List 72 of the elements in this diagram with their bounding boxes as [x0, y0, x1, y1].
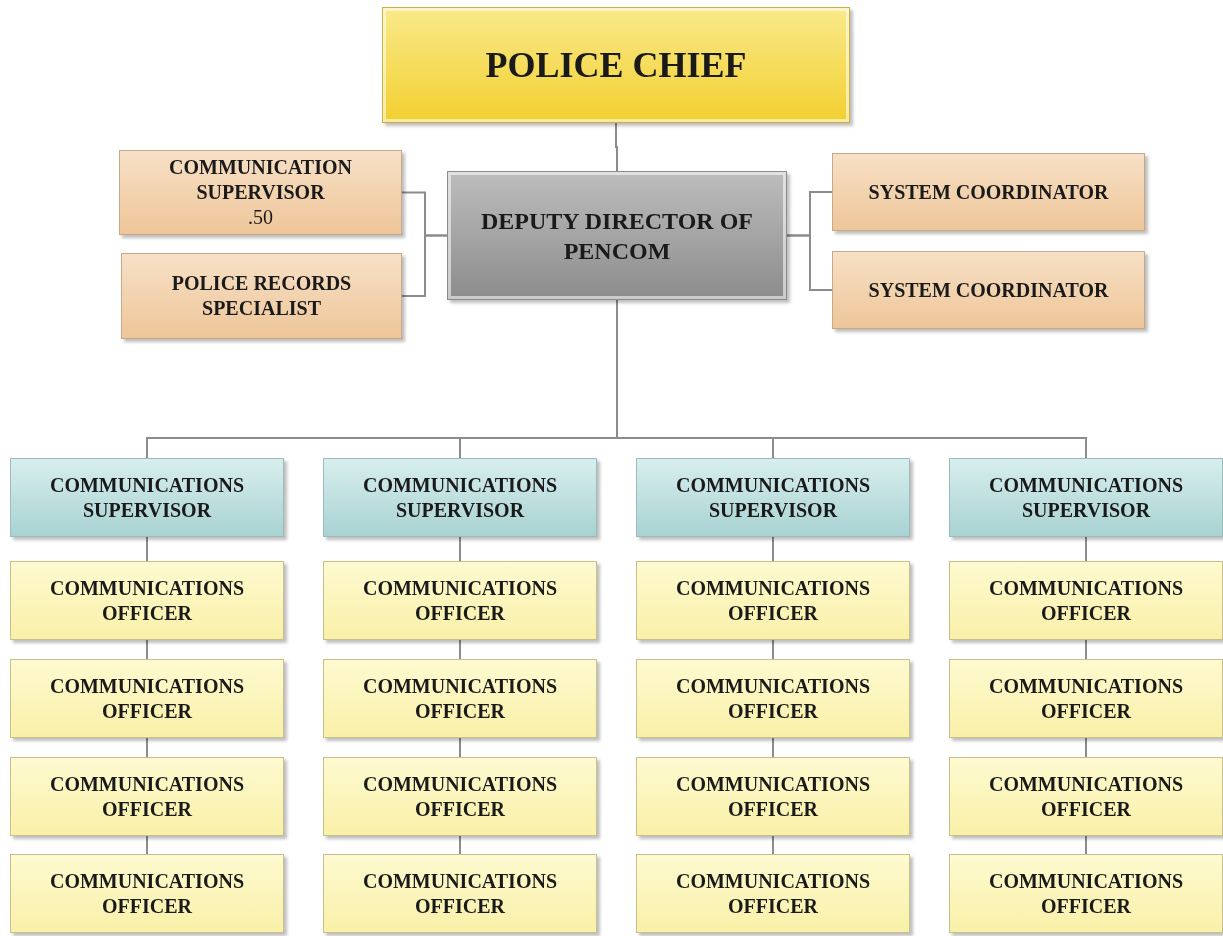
connector-line	[146, 536, 148, 562]
role-title: COMMUNICATIONS OFFICER	[674, 673, 872, 724]
role-title: COMMUNICATIONS OFFICER	[48, 771, 246, 822]
connector-line	[786, 234, 833, 291]
officer-box	[323, 561, 597, 640]
role-title: COMMUNICATIONS OFFICER	[987, 673, 1185, 724]
role-title: COMMUNICATIONS OFFICER	[361, 575, 559, 626]
officer-box	[10, 854, 284, 933]
role-title: COMMUNICATIONS SUPERVISOR	[361, 472, 559, 523]
connector-line	[146, 835, 148, 855]
connector-line	[146, 737, 148, 758]
role-title: COMMUNICATIONS SUPERVISOR	[987, 472, 1185, 523]
officer-box	[10, 561, 284, 640]
role-title: COMMUNICATIONS SUPERVISOR	[48, 472, 246, 523]
staff-box	[119, 150, 402, 235]
connector-line	[772, 737, 774, 758]
role-title: COMMUNICATIONS OFFICER	[48, 868, 246, 919]
role-title: COMMUNICATIONS OFFICER	[361, 868, 559, 919]
officer-box	[636, 561, 910, 640]
role-title: COMMUNICATIONS OFFICER	[361, 771, 559, 822]
connector-line	[615, 122, 618, 172]
chief-box	[382, 7, 850, 123]
role-title: COMMUNICATION SUPERVISOR	[168, 155, 353, 205]
connector-line	[146, 639, 148, 660]
fte-value: .50	[248, 205, 273, 230]
director-box	[447, 171, 787, 300]
connector-line	[1085, 536, 1087, 562]
role-title: COMMUNICATIONS OFFICER	[674, 868, 872, 919]
connector-line	[772, 639, 774, 660]
connector-line	[772, 835, 774, 855]
officer-box	[636, 854, 910, 933]
connector-line	[459, 737, 461, 758]
connector-line	[1085, 737, 1087, 758]
role-title: COMMUNICATIONS OFFICER	[48, 575, 246, 626]
role-title: COMMUNICATIONS OFFICER	[987, 771, 1185, 822]
supervisor-box	[636, 458, 910, 537]
connector-line	[459, 835, 461, 855]
role-title: SYSTEM COORDINATOR	[868, 277, 1109, 303]
role-title: POLICE CHIEF	[485, 43, 747, 87]
officer-box	[949, 854, 1223, 933]
officer-box	[636, 659, 910, 738]
officer-box	[10, 757, 284, 836]
role-title: COMMUNICATIONS OFFICER	[987, 868, 1185, 919]
officer-box	[949, 659, 1223, 738]
officer-box	[323, 659, 597, 738]
role-title: DEPUTY DIRECTOR OF PENCOM	[480, 206, 754, 266]
connector-line	[1085, 835, 1087, 855]
staff-box	[832, 153, 1145, 231]
connector-line	[772, 536, 774, 562]
connector-line	[459, 639, 461, 660]
role-title: POLICE RECORDS SPECIALIST	[170, 271, 353, 321]
supervisor-box	[949, 458, 1223, 537]
connector-line	[1085, 639, 1087, 660]
connector-line	[459, 536, 461, 562]
officer-box	[323, 757, 597, 836]
role-title: COMMUNICATIONS OFFICER	[674, 771, 872, 822]
officer-box	[323, 854, 597, 933]
supervisor-box	[10, 458, 284, 537]
officer-box	[10, 659, 284, 738]
officer-box	[949, 757, 1223, 836]
role-title: COMMUNICATIONS OFFICER	[987, 575, 1185, 626]
role-title: COMMUNICATIONS SUPERVISOR	[674, 472, 872, 523]
supervisor-box	[323, 458, 597, 537]
staff-box	[832, 251, 1145, 329]
role-title: COMMUNICATIONS OFFICER	[674, 575, 872, 626]
connector-line	[401, 234, 448, 297]
officer-box	[636, 757, 910, 836]
staff-box	[121, 253, 402, 339]
role-title: SYSTEM COORDINATOR	[868, 179, 1109, 205]
officer-box	[949, 561, 1223, 640]
role-title: COMMUNICATIONS OFFICER	[361, 673, 559, 724]
role-title: COMMUNICATIONS OFFICER	[48, 673, 246, 724]
